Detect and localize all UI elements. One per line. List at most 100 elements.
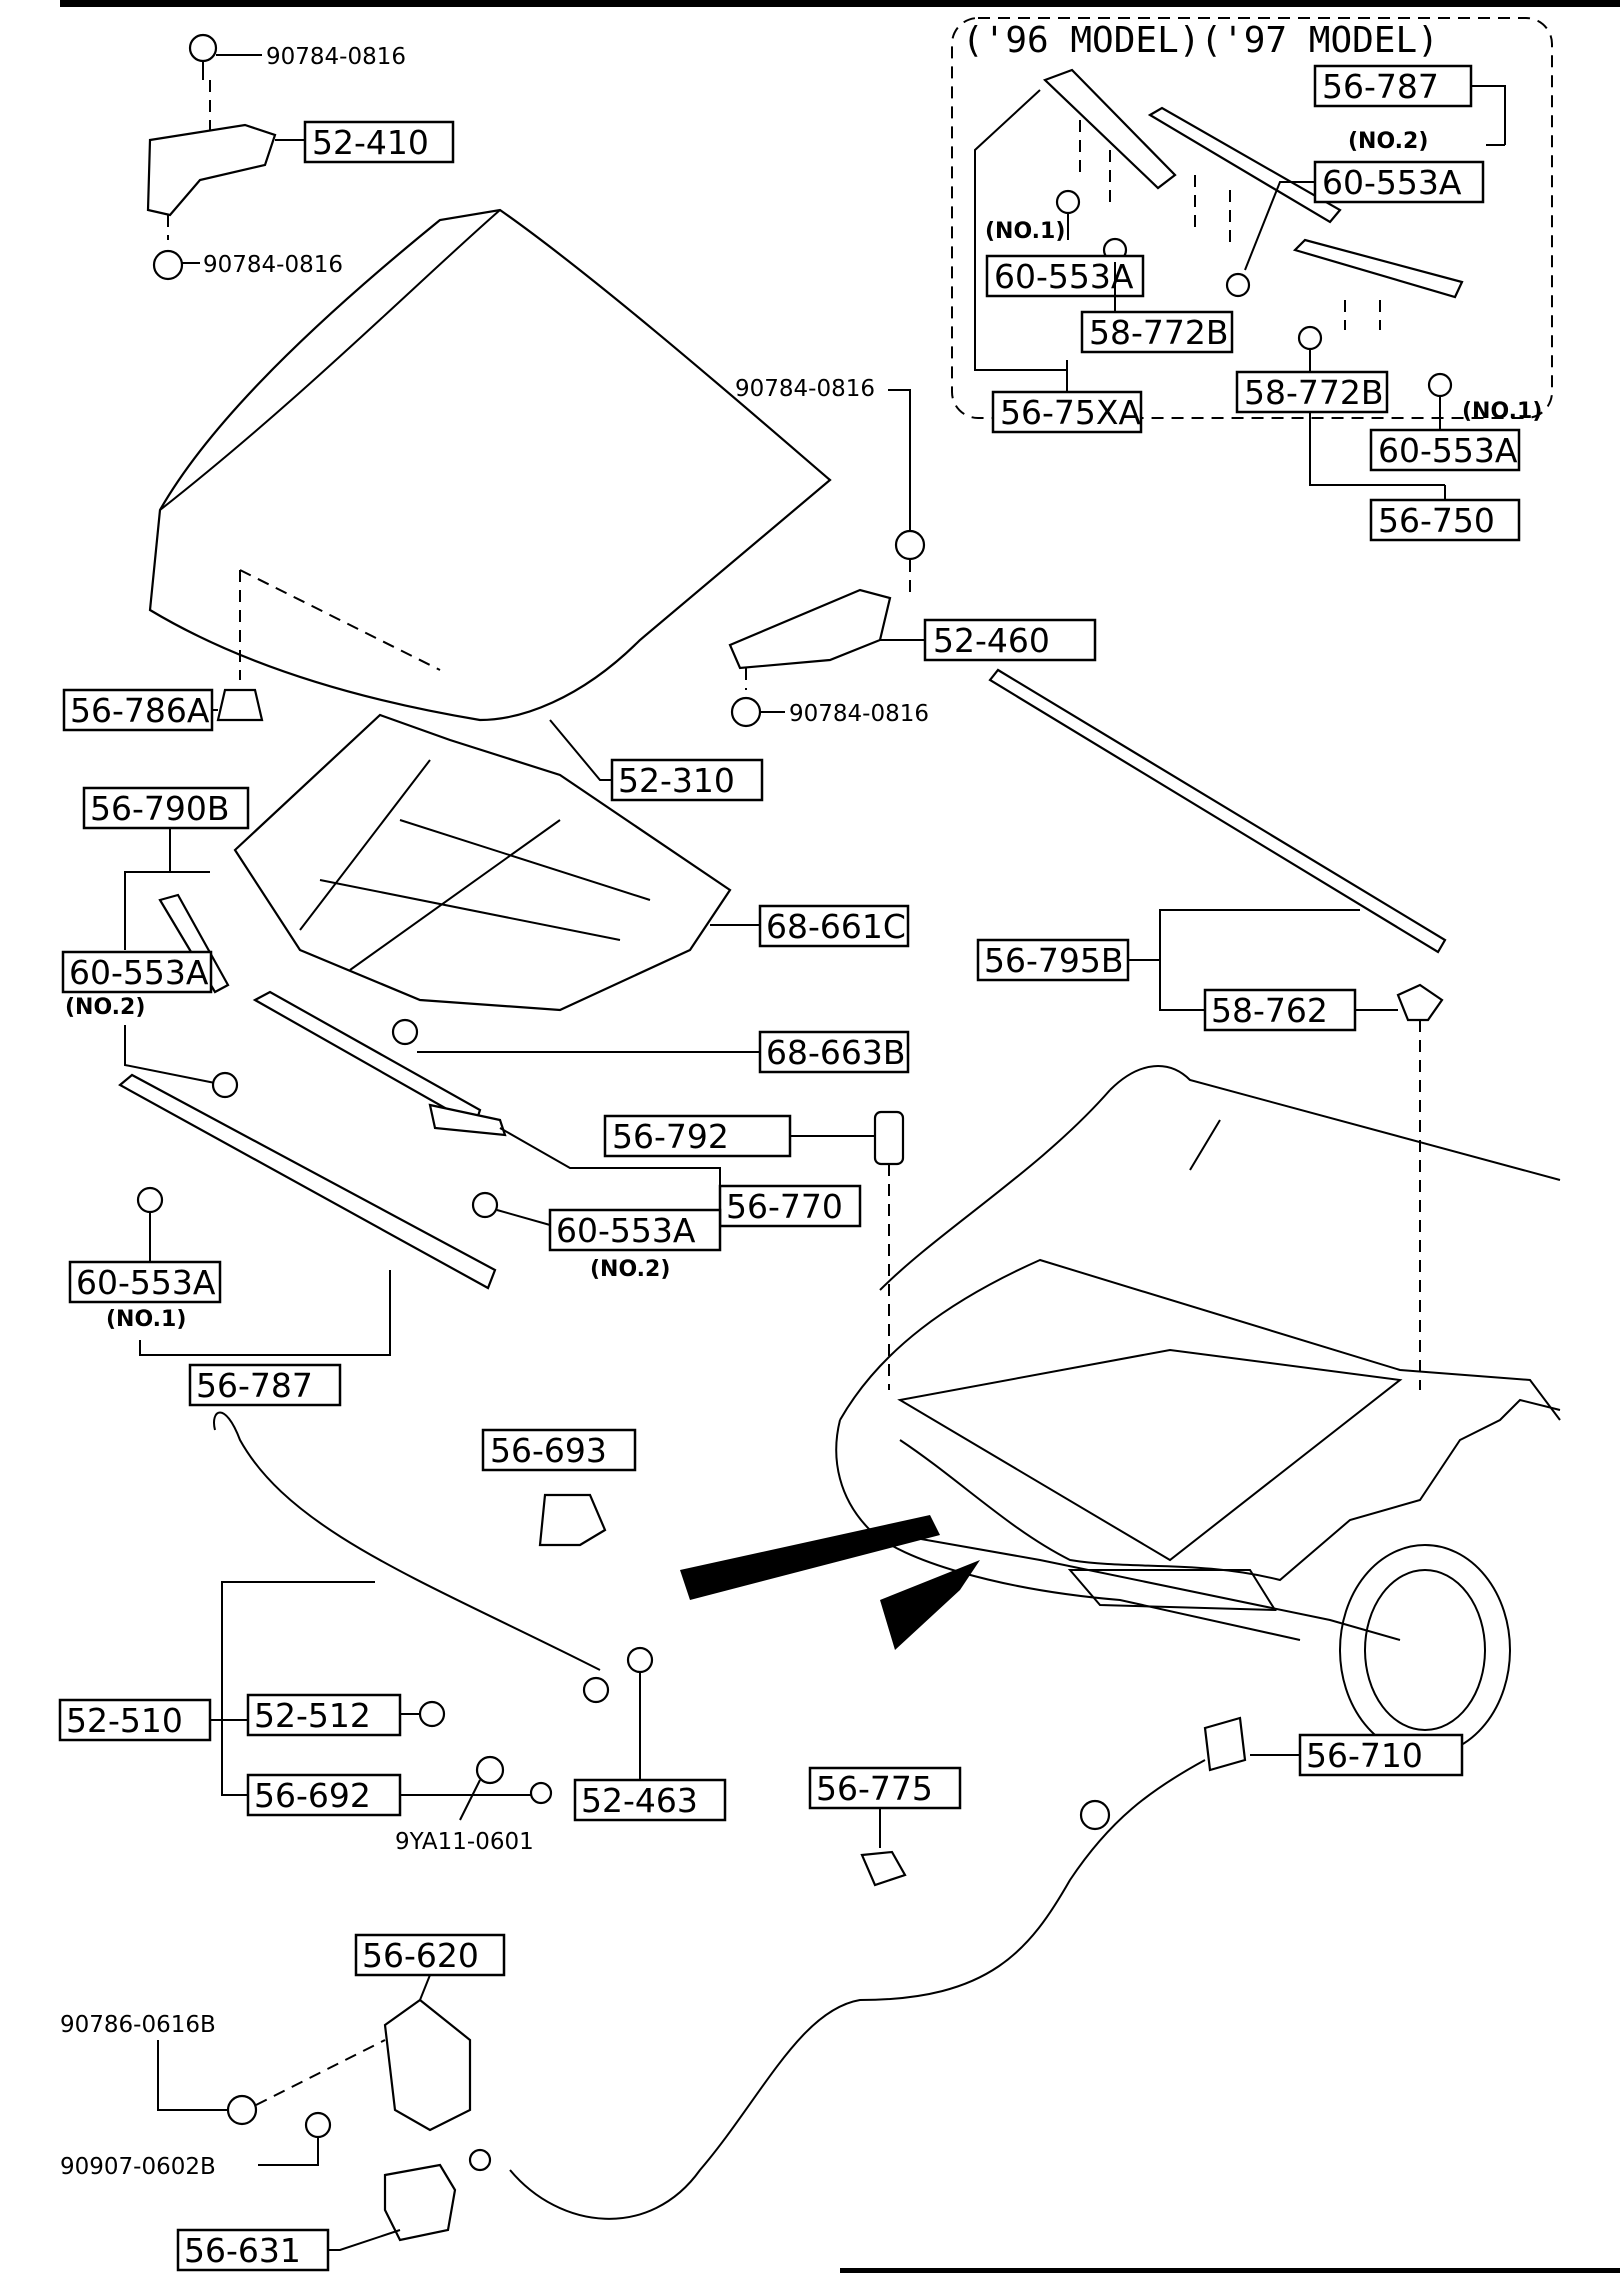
hinge-right-label: 52-460 xyxy=(933,621,1050,660)
bolt-r1-label: 90784-0816 xyxy=(735,376,875,402)
box-seal-75xa-label: 56-75XA xyxy=(1000,393,1141,432)
release-cable-route xyxy=(899,1398,1561,1582)
cushion-group: 56-792 xyxy=(603,1110,905,1390)
cable-end-icon xyxy=(468,2148,492,2172)
hood-label: 52-310 xyxy=(618,761,735,800)
seal-795b-strip xyxy=(988,668,1447,954)
note-no2-left: (NO.2) xyxy=(65,995,145,1020)
clip-770-label: 60-553A xyxy=(556,1211,696,1250)
latch-cover-icon xyxy=(383,2163,457,2242)
inset-dash-guides xyxy=(1079,120,1381,330)
clip-no1-icon xyxy=(136,1186,164,1214)
washer-icon xyxy=(626,1646,654,1674)
bolt-top-2-label: 90784-0816 xyxy=(203,252,343,278)
latch-nut-icon xyxy=(304,2111,332,2139)
holder-group: 56-693 xyxy=(481,1428,637,1547)
latch-group: 56-620 90786-0616B 90907-0602B 56-631 xyxy=(60,1933,506,2272)
pointer-arrow-2 xyxy=(880,1560,980,1650)
rod-clip-label: 56-692 xyxy=(254,1776,371,1815)
release-cable-group: 56-710 xyxy=(468,1716,1464,2220)
bottom-border xyxy=(840,2268,1620,2273)
right-hinge-group: 90784-0816 52-460 90784-0816 xyxy=(728,376,1097,728)
box-787-label: 56-787 xyxy=(1322,67,1439,106)
grommet-label: 52-512 xyxy=(254,1696,371,1735)
holder-label: 56-693 xyxy=(490,1431,607,1470)
clip-no1-label: 60-553A xyxy=(76,1263,216,1302)
inset-seal-750 xyxy=(1292,238,1464,299)
seal-787-label: 56-787 xyxy=(196,1366,313,1405)
top-border xyxy=(60,0,1620,7)
clip-762-icon xyxy=(1396,983,1444,1022)
right-hinge-icon xyxy=(728,588,892,670)
hinge-left-label: 52-410 xyxy=(312,123,429,162)
inset-clip-5 xyxy=(1427,372,1453,398)
box-clip-no1-left-label: 60-553A xyxy=(994,257,1134,296)
hood-rod-icon xyxy=(213,1411,601,1671)
seal-787-strip xyxy=(118,1073,497,1290)
note-no2-center: (NO.2) xyxy=(590,1257,670,1282)
rod-bolt-label: 9YA11-0601 xyxy=(395,1829,534,1855)
inset-title: ('96 MODEL)('97 MODEL) xyxy=(962,20,1439,61)
left-seals-group: 56-790B 60-553A (NO.2) 56-770 60-553A (N… xyxy=(61,786,862,1407)
release-handle-label: 56-710 xyxy=(1306,1736,1423,1775)
cable-grommet-icon xyxy=(1079,1799,1111,1831)
insulator-clip-icon xyxy=(391,1018,419,1046)
vehicle-outline xyxy=(680,1065,1561,1756)
holder-icon xyxy=(538,1493,607,1547)
note-no1-inset-right: (NO.1) xyxy=(1462,399,1542,424)
latch-icon xyxy=(383,1998,472,2132)
rod-label: 52-510 xyxy=(66,1701,183,1740)
cushion-icon xyxy=(873,1110,905,1166)
seal-770-label: 56-770 xyxy=(726,1187,843,1226)
inset-clip-4 xyxy=(1297,325,1323,351)
bolt-top-2-icon xyxy=(152,249,184,281)
inset-clip-3 xyxy=(1225,272,1251,298)
seal-790b-label: 56-790B xyxy=(90,789,230,828)
box-clip-772b-2-label: 58-772B xyxy=(1244,373,1384,412)
inset-frame xyxy=(951,17,1553,419)
right-seal-group: 56-795B 58-762 xyxy=(976,668,1447,1390)
insulator-clip-label: 68-663B xyxy=(766,1033,906,1072)
note-no1-inset-left: (NO.1) xyxy=(985,219,1065,244)
release-cable-icon xyxy=(509,1759,1206,2220)
seal-770-end xyxy=(428,1103,507,1137)
inset-clip-1 xyxy=(1055,189,1081,215)
box-seal-750-label: 56-750 xyxy=(1378,501,1495,540)
note-no2-inset: (NO.2) xyxy=(1348,129,1428,154)
box-clip-no2-label: 60-553A xyxy=(1322,163,1462,202)
latch-cover-label: 56-631 xyxy=(184,2231,301,2270)
grommet-icon xyxy=(418,1700,446,1728)
release-handle-icon xyxy=(1203,1716,1247,1772)
insulator-group: 68-661C 68-663B xyxy=(233,713,910,1074)
clip-l-no2-icon xyxy=(211,1071,239,1099)
clip-l-no2-label: 60-553A xyxy=(69,953,209,992)
cushion-label: 56-792 xyxy=(612,1117,729,1156)
clip-762-label: 58-762 xyxy=(1211,991,1328,1030)
stopper-label: 56-786A xyxy=(70,691,210,730)
rod-clip-icon xyxy=(529,1781,553,1805)
hood-group: 56-786A 52-310 xyxy=(62,208,832,802)
latch-nut-label: 90907-0602B xyxy=(60,2154,216,2180)
washer-label: 52-463 xyxy=(581,1781,698,1820)
rod-end-icon xyxy=(582,1676,610,1704)
cable-clip-icon xyxy=(860,1850,907,1887)
left-hinge-group: 90784-0816 52-410 90784-0816 xyxy=(146,33,455,281)
latch-bolt-label: 90786-0616B xyxy=(60,2012,216,2038)
hood-panel xyxy=(148,208,832,722)
box-clip-no1-right-label: 60-553A xyxy=(1378,431,1518,470)
bolt-r2-label: 90784-0816 xyxy=(789,701,929,727)
note-no1-left: (NO.1) xyxy=(106,1307,186,1332)
inset-seal-75xa xyxy=(1042,68,1177,190)
bolt-top-1-label: 90784-0816 xyxy=(266,44,406,70)
seal-795b-label: 56-795B xyxy=(984,941,1124,980)
box-clip-772b-1-label: 58-772B xyxy=(1089,313,1229,352)
stopper-icon xyxy=(216,688,264,722)
latch-bolt-icon xyxy=(226,2094,258,2126)
bolt-r2-icon xyxy=(730,696,762,728)
model-inset: ('96 MODEL)('97 MODEL) 56-787 (NO.2) 60-… xyxy=(951,17,1553,434)
bolt-r1-icon xyxy=(894,529,926,561)
rod-bolt-icon xyxy=(475,1755,505,1785)
inset-lower: (NO.1) 60-553A 56-750 xyxy=(1309,397,1542,542)
seal-770-strip xyxy=(252,990,482,1127)
inset-seal-787 xyxy=(1147,106,1342,224)
